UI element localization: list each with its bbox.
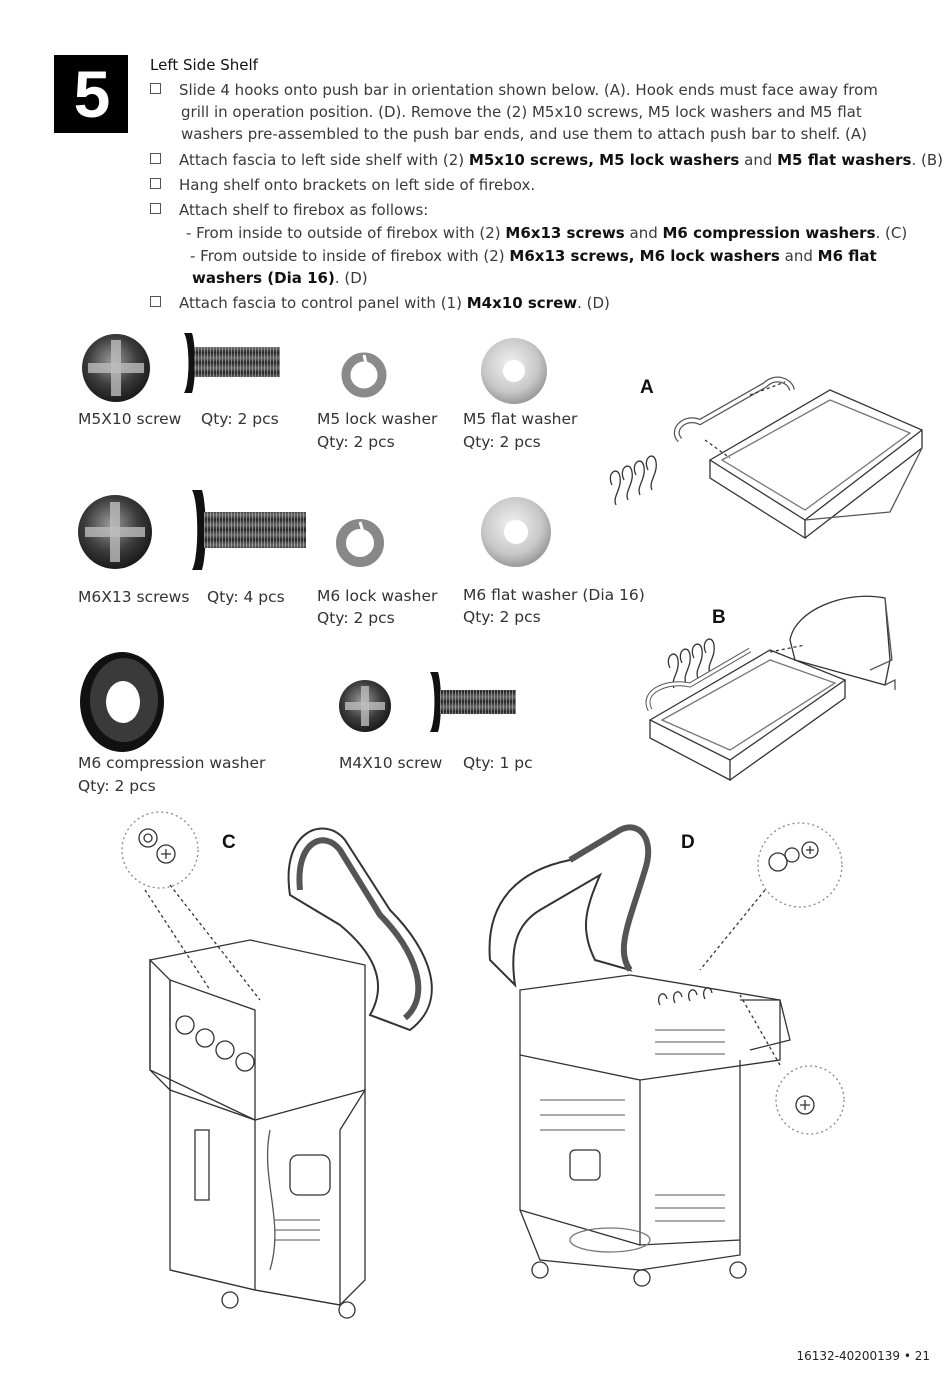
m6-lock-washer-icon [336, 519, 384, 567]
m6-flat-washer-label: M6 flat washer (Dia 16) [463, 586, 645, 604]
m5-lock-washer-icon [341, 352, 387, 398]
instruction-1: Slide 4 hooks onto push bar in orientati… [150, 79, 878, 101]
m6-compression-washer-label: M6 compression washer [78, 754, 266, 772]
m6-flat-washer-icon [481, 497, 551, 567]
step-number-badge: 5 [54, 55, 128, 133]
m4-screw-head-icon [339, 680, 391, 732]
m6-lock-washer-label: M6 lock washer [317, 587, 438, 605]
m6-screw-head-icon [78, 495, 152, 569]
m5-flat-washer-qty: Qty: 2 pcs [463, 433, 541, 451]
m5-lock-washer-label: M5 lock washer [317, 410, 438, 428]
m6-screw-label: M6X13 screws [78, 588, 190, 606]
m6-compression-washer-qty: Qty: 2 pcs [78, 777, 156, 795]
m5-screw-label: M5X10 screw [78, 410, 182, 428]
checkbox-icon [150, 296, 161, 307]
instruction-1-line3: washers pre-assembled to the push bar en… [181, 125, 868, 143]
instruction-4a: - From inside to outside of firebox with… [186, 224, 908, 242]
instruction-5: Attach fascia to control panel with (1) … [150, 292, 610, 314]
figure-c-label: C [222, 832, 236, 853]
m4-screw-label: M4X10 screw [339, 754, 443, 772]
m5-screw-qty: Qty: 2 pcs [201, 410, 279, 428]
checkbox-icon [150, 153, 161, 164]
figure-a-label: A [640, 377, 654, 398]
figure-d-grill-illustration [488, 822, 845, 1287]
m5-flat-washer-icon [481, 338, 547, 404]
m6-flat-washer-qty: Qty: 2 pcs [463, 608, 541, 626]
checkbox-icon [150, 178, 161, 189]
instruction-1-line2: grill in operation position. (D). Remove… [181, 103, 862, 121]
figure-b-shelf-illustration [645, 595, 896, 782]
figure-b-label: B [712, 607, 726, 628]
m5-screw-head-icon [82, 334, 150, 402]
figure-a-shelf-illustration [609, 376, 924, 540]
page-footer-code: 16132-40200139 • 21 [796, 1349, 930, 1363]
m6-compression-washer-icon [80, 652, 164, 752]
section-title: Left Side Shelf [150, 56, 258, 74]
m5-flat-washer-label: M5 flat washer [463, 410, 578, 428]
m5-screw-side-icon [184, 333, 280, 393]
m4-screw-side-icon [430, 672, 516, 732]
m6-screw-qty: Qty: 4 pcs [207, 588, 285, 606]
instruction-4: Attach shelf to firebox as follows: [150, 199, 428, 221]
m5-lock-washer-qty: Qty: 2 pcs [317, 433, 395, 451]
m6-lock-washer-qty: Qty: 2 pcs [317, 609, 395, 627]
figure-d-label: D [681, 832, 695, 853]
m6-screw-side-icon [192, 490, 306, 570]
instruction-3: Hang shelf onto brackets on left side of… [150, 174, 535, 196]
instruction-4b-line2: washers (Dia 16). (D) [192, 269, 368, 287]
instruction-2: Attach fascia to left side shelf with (2… [150, 149, 943, 171]
m4-screw-qty: Qty: 1 pc [463, 754, 533, 772]
checkbox-icon [150, 83, 161, 94]
checkbox-icon [150, 203, 161, 214]
instruction-4b: - From outside to inside of firebox with… [190, 247, 877, 265]
figure-c-grill-illustration [121, 811, 433, 1319]
